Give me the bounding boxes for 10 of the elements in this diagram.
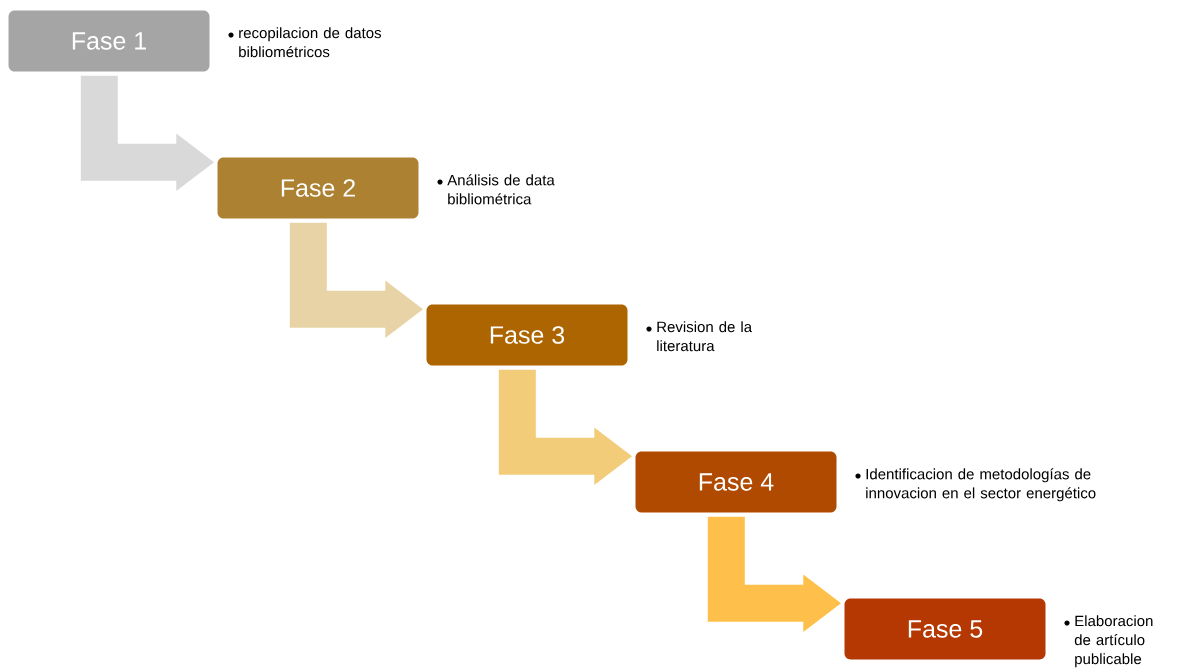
phase-box: Fase 2 — [217, 157, 419, 219]
phase-box: Fase 4 — [635, 451, 837, 513]
phase-box: Fase 5 — [844, 598, 1046, 660]
phase-box: Fase 1 — [8, 10, 210, 72]
bullet-text: Elaboracion de artículo publicable — [1074, 615, 1153, 668]
bullet-text: Revision de la literatura — [657, 321, 753, 352]
phase-box: Fase 3 — [426, 304, 628, 366]
bullet-text: Identificacion de metodologías de innovacion en el sector energético — [866, 468, 1096, 502]
bullet-text: Análisis de data bibliométrica — [447, 174, 555, 205]
bullet-text: recopilacion de datos bibliométricos — [239, 27, 382, 58]
